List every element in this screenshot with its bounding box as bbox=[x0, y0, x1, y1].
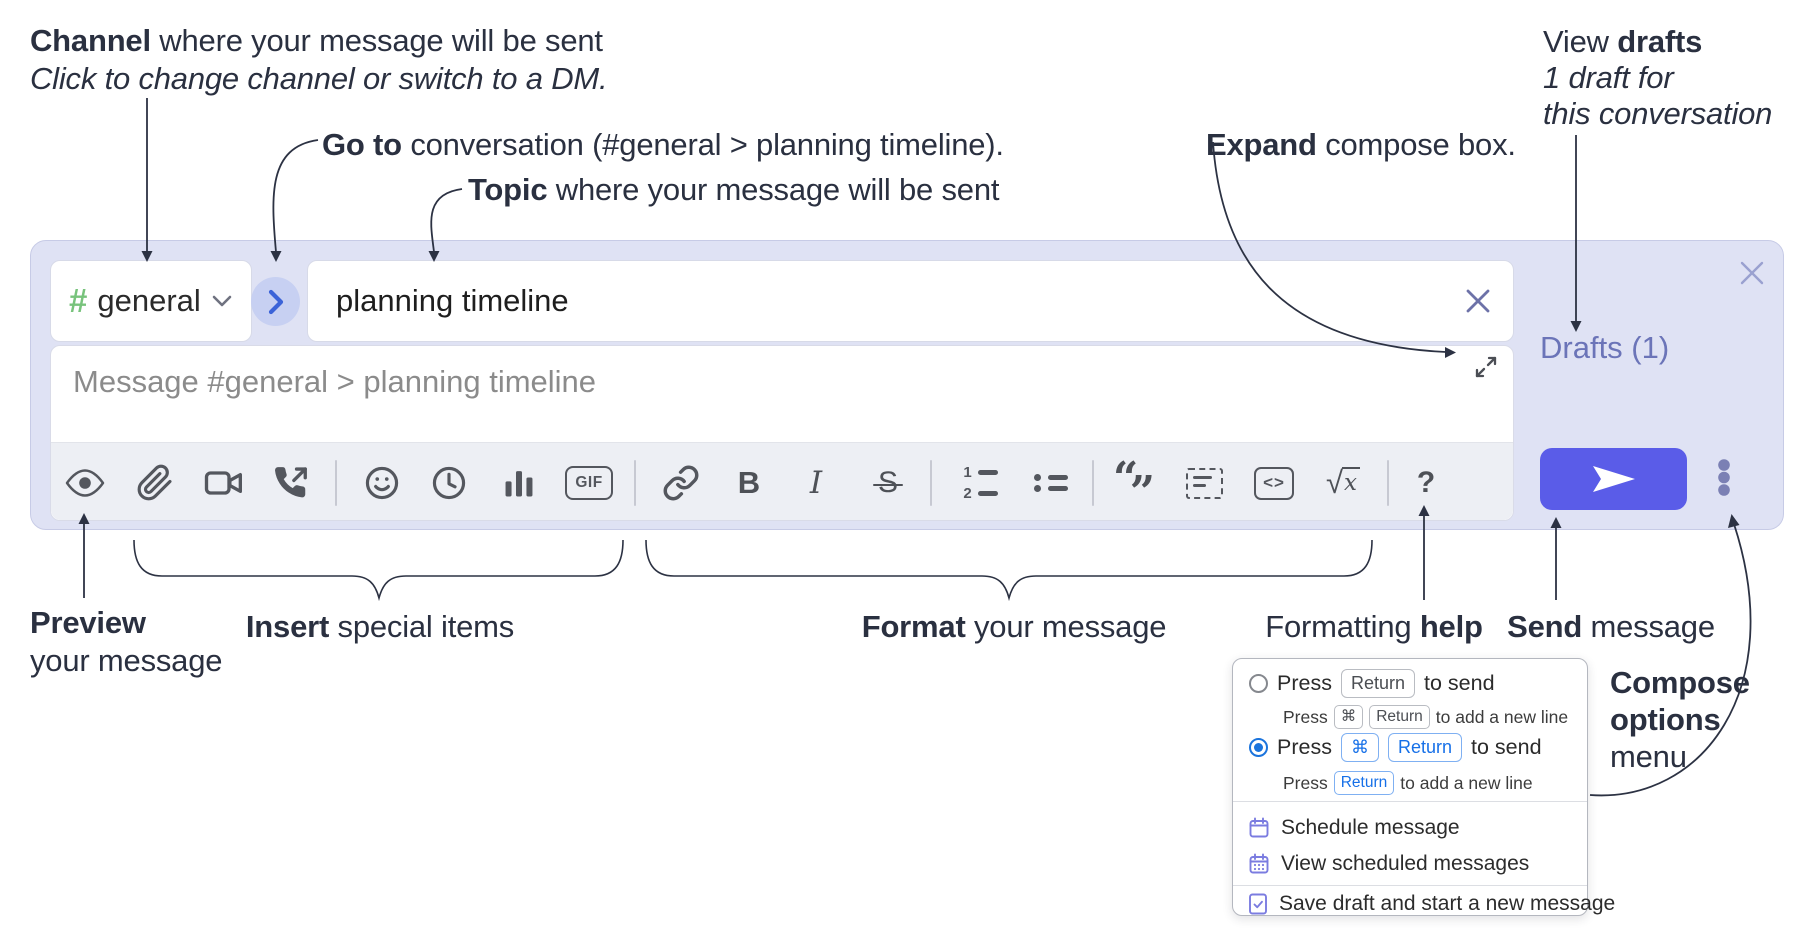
channel-hash-icon: # bbox=[69, 282, 88, 319]
send-plane-icon bbox=[1592, 466, 1635, 492]
toolbar-divider bbox=[930, 460, 932, 506]
menu-item-save-draft[interactable]: Save draft and start a new message bbox=[1247, 891, 1615, 917]
paperclip-icon bbox=[137, 464, 172, 501]
calendar-icon bbox=[1249, 817, 1269, 838]
annotation-expand: Expand compose box. bbox=[1206, 127, 1516, 162]
spoiler-button[interactable] bbox=[1182, 461, 1226, 505]
code-icon: <> bbox=[1254, 466, 1294, 500]
send-button[interactable] bbox=[1540, 448, 1687, 510]
compose-options-menu-button[interactable] bbox=[1711, 456, 1737, 500]
clock-icon bbox=[432, 466, 466, 500]
phone-outgoing-icon bbox=[274, 467, 307, 498]
calendar-grid-icon bbox=[1249, 853, 1269, 874]
math-button[interactable]: √x bbox=[1321, 461, 1365, 505]
bulleted-list-button[interactable] bbox=[1028, 461, 1072, 505]
bar-chart-icon bbox=[505, 471, 533, 497]
annotation-formatting-help: Formatting help bbox=[1265, 609, 1483, 644]
channel-select-button[interactable]: # general bbox=[50, 260, 252, 342]
popup-divider bbox=[1233, 801, 1587, 802]
chevron-right-icon bbox=[268, 289, 283, 314]
annotation-channel: Channel where your message will be sent … bbox=[30, 23, 608, 96]
toolbar-divider bbox=[335, 460, 337, 506]
math-icon: √x bbox=[1326, 465, 1360, 501]
toolbar-divider bbox=[1092, 460, 1094, 506]
italic-icon: I bbox=[809, 465, 823, 501]
channel-name: general bbox=[97, 283, 201, 318]
arrow-go-to bbox=[272, 139, 319, 253]
strikethrough-button[interactable]: S bbox=[866, 461, 910, 505]
italic-button[interactable]: I bbox=[794, 461, 838, 505]
topic-input-wrap bbox=[307, 260, 1514, 342]
go-to-conversation-button[interactable] bbox=[251, 277, 300, 326]
code-button[interactable]: <> bbox=[1252, 461, 1296, 505]
option-cmd-enter-sends-sub: Press Return to add a new line bbox=[1283, 771, 1579, 795]
annotation-format: Format your message bbox=[861, 609, 1167, 644]
annotation-view-drafts: View drafts 1 draft for this conversatio… bbox=[1543, 24, 1773, 131]
clear-topic-icon[interactable] bbox=[1464, 287, 1492, 315]
radio-selected[interactable] bbox=[1249, 738, 1268, 757]
chevron-down-icon bbox=[212, 295, 232, 307]
link-icon bbox=[663, 465, 699, 501]
menu-item-schedule-message[interactable]: Schedule message bbox=[1247, 811, 1579, 845]
strikethrough-icon: S bbox=[872, 466, 903, 500]
kbd-return: Return bbox=[1340, 669, 1415, 698]
compose-options-popup: Press Return to send Press ⌘ Return to a… bbox=[1232, 658, 1615, 917]
quote-button[interactable]: “” bbox=[1112, 453, 1156, 518]
poll-button[interactable] bbox=[497, 461, 541, 505]
annotation-compose-options: Compose options menu bbox=[1610, 665, 1750, 774]
message-box: GIF B I S 1 2 bbox=[50, 345, 1514, 521]
emoji-button[interactable] bbox=[360, 461, 404, 505]
kbd-cmd-blue: ⌘ bbox=[1340, 733, 1379, 762]
spoiler-icon bbox=[1185, 467, 1223, 499]
drafts-link[interactable]: Drafts (1) bbox=[1540, 330, 1670, 365]
draft-check-icon bbox=[1249, 893, 1267, 915]
video-call-button[interactable] bbox=[202, 461, 246, 505]
gif-icon: GIF bbox=[565, 466, 613, 500]
brace-format bbox=[645, 539, 1373, 602]
video-camera-icon bbox=[204, 471, 242, 495]
preview-button[interactable] bbox=[63, 461, 107, 505]
kbd-cmd: ⌘ bbox=[1333, 705, 1364, 729]
message-input[interactable] bbox=[51, 346, 1513, 444]
option-enter-sends-sub: Press ⌘ Return to add a new line bbox=[1283, 705, 1579, 729]
toolbar-divider bbox=[1387, 460, 1389, 506]
message-formatting-help-button[interactable]: ? bbox=[1404, 461, 1448, 505]
annotation-go-to: Go to conversation (#general > planning … bbox=[322, 127, 1004, 162]
numbered-list-button[interactable]: 1 2 bbox=[958, 461, 1002, 505]
bulleted-list-icon bbox=[1033, 471, 1068, 496]
attach-file-button[interactable] bbox=[133, 461, 177, 505]
numbered-list-icon: 1 2 bbox=[963, 461, 998, 506]
topic-input[interactable] bbox=[307, 260, 1514, 342]
option-enter-sends[interactable]: Press Return to send bbox=[1249, 669, 1577, 698]
popup-divider bbox=[1233, 885, 1587, 886]
close-compose-icon[interactable] bbox=[1738, 259, 1766, 287]
audio-call-button[interactable] bbox=[269, 461, 313, 505]
question-mark-icon: ? bbox=[1416, 466, 1436, 499]
radio-unselected[interactable] bbox=[1249, 674, 1268, 693]
bold-button[interactable]: B bbox=[727, 461, 771, 505]
eye-icon bbox=[65, 469, 105, 497]
smiley-icon bbox=[365, 466, 399, 500]
link-button[interactable] bbox=[659, 461, 703, 505]
expand-compose-icon[interactable] bbox=[1473, 354, 1499, 380]
kbd-return: Return bbox=[1369, 705, 1430, 729]
annotation-send: Send message bbox=[1507, 609, 1715, 644]
toolbar-divider bbox=[634, 460, 636, 506]
kbd-return-blue: Return bbox=[1387, 733, 1462, 762]
gif-button[interactable]: GIF bbox=[563, 461, 615, 505]
annotation-preview: Preview your message bbox=[30, 605, 223, 678]
kbd-return-blue: Return bbox=[1333, 771, 1395, 795]
global-time-button[interactable] bbox=[427, 461, 471, 505]
quote-icon: “” bbox=[1113, 453, 1155, 518]
option-cmd-enter-sends[interactable]: Press ⌘ Return to send bbox=[1249, 733, 1577, 762]
brace-insert bbox=[133, 539, 624, 602]
annotation-insert: Insert special items bbox=[245, 609, 515, 644]
annotation-topic: Topic where your message will be sent bbox=[468, 172, 1000, 207]
menu-item-view-scheduled[interactable]: View scheduled messages bbox=[1247, 847, 1579, 881]
bold-icon: B bbox=[737, 465, 761, 500]
